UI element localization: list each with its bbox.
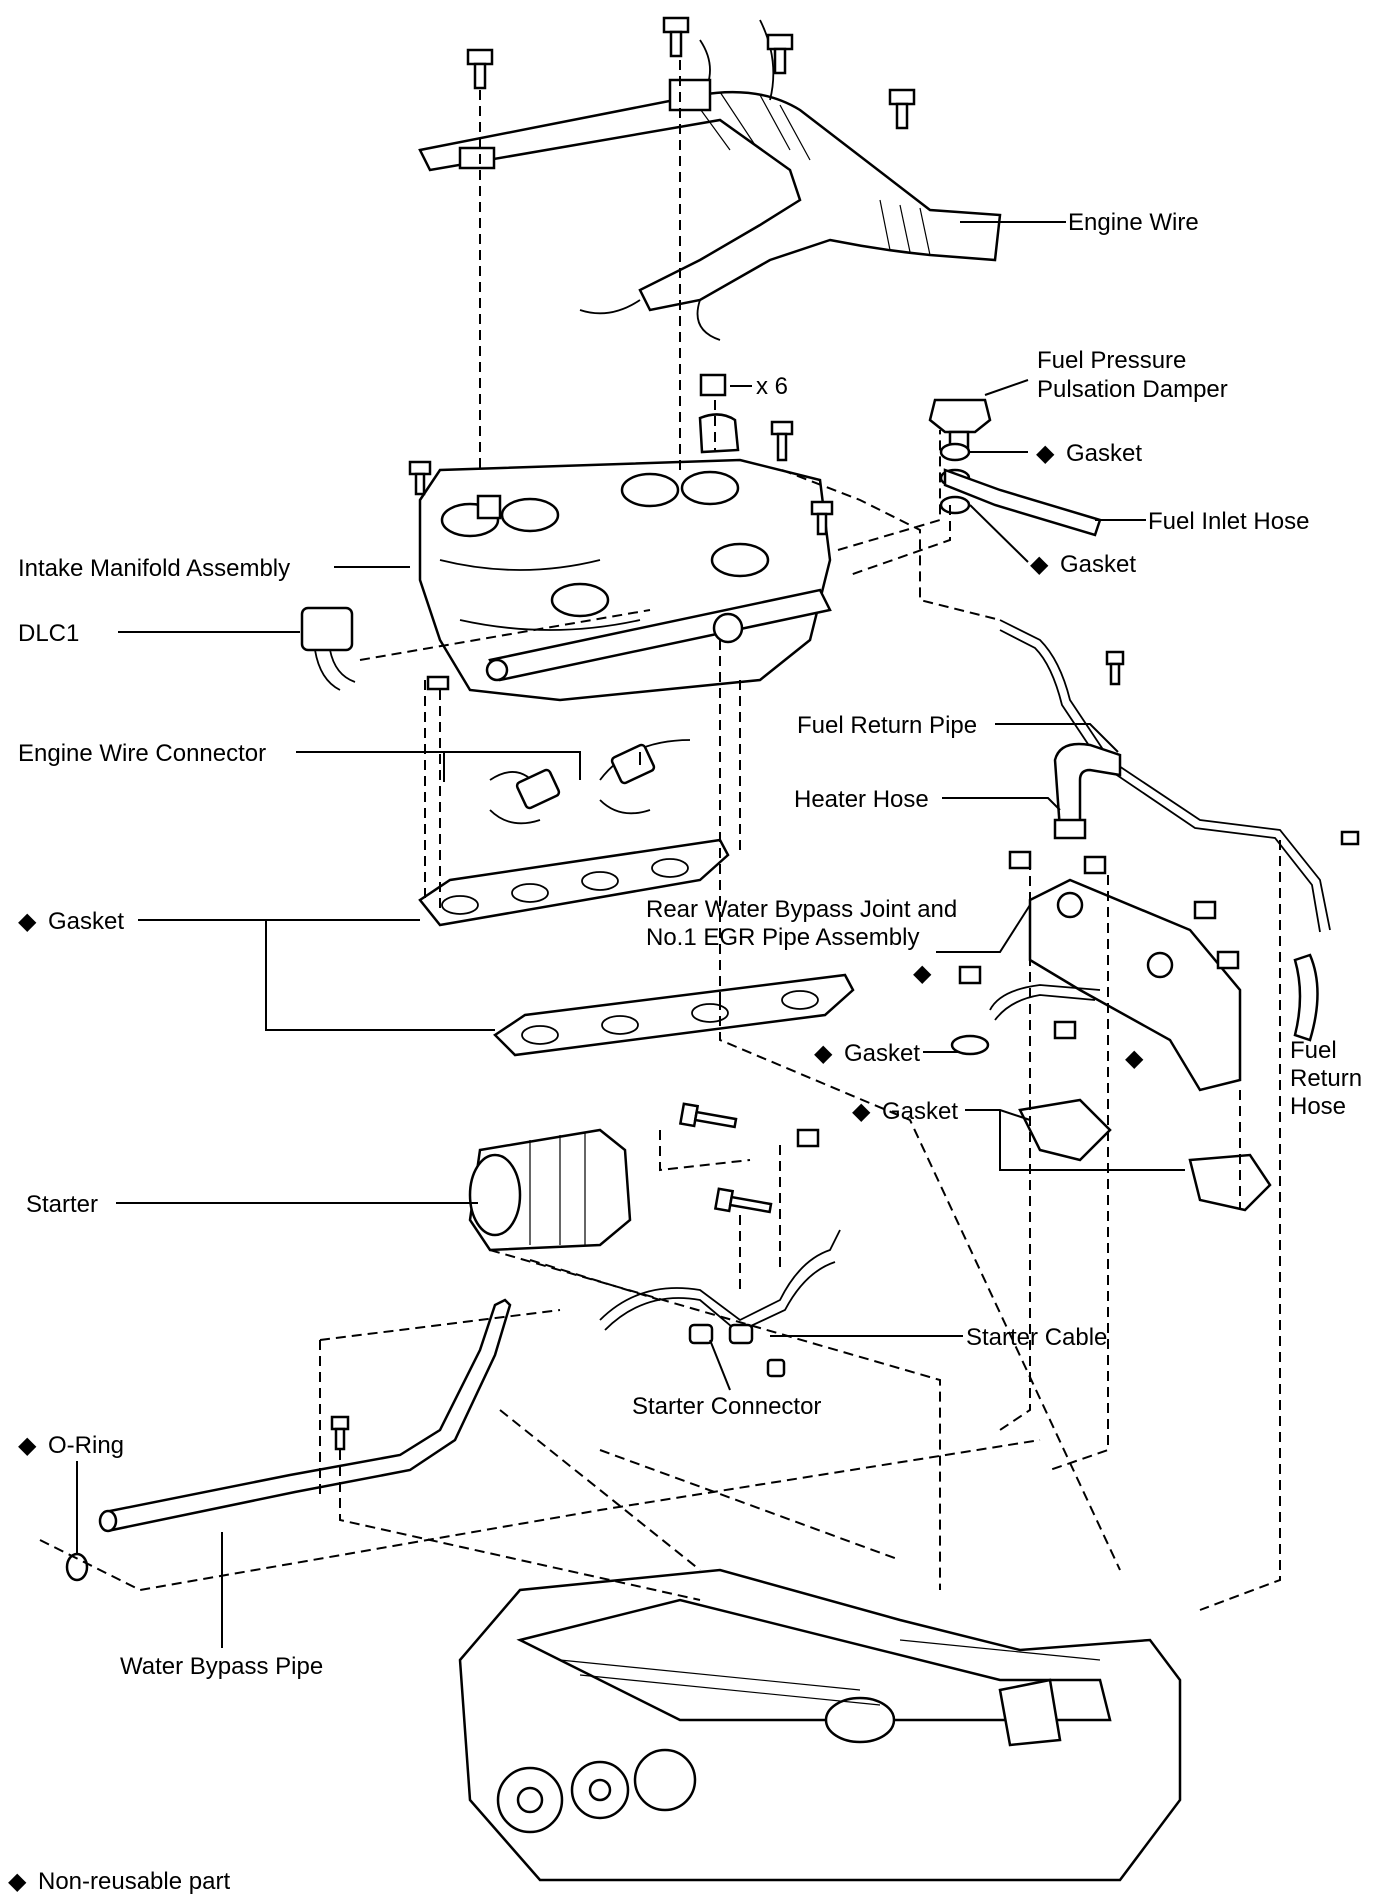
bolt-icon xyxy=(330,1415,350,1451)
nut-icon xyxy=(1008,850,1032,870)
engine-block xyxy=(458,1568,1182,1882)
label-fuel-return-hose-line2: Return xyxy=(1290,1065,1362,1092)
non-reusable-marker: ◆ xyxy=(913,960,932,987)
non-reusable-marker: ◆ xyxy=(1030,551,1049,578)
non-reusable-marker: ◆ xyxy=(814,1040,833,1067)
manifold-gaskets xyxy=(418,838,855,1057)
label-x6: x 6 xyxy=(756,373,788,400)
non-reusable-marker: ◆ xyxy=(18,1432,37,1459)
label-water-bypass-pipe: Water Bypass Pipe xyxy=(120,1653,323,1680)
non-reusable-marker: ◆ xyxy=(852,1098,871,1125)
starter-motor xyxy=(468,1102,820,1252)
bolt-icon xyxy=(1340,830,1360,846)
label-fuel-return-pipe: Fuel Return Pipe xyxy=(797,712,977,739)
harness-bolts xyxy=(466,16,916,130)
bolt-icon xyxy=(466,48,494,90)
label-gasket-egr: Gasket xyxy=(844,1040,920,1067)
label-o-ring: O-Ring xyxy=(48,1432,124,1459)
label-heater-hose: Heater Hose xyxy=(794,786,929,813)
rear-water-bypass-joint xyxy=(958,850,1242,1092)
nut-icon xyxy=(796,1128,820,1148)
bolt-icon xyxy=(770,420,794,462)
label-non-reusable-part: Non-reusable part xyxy=(38,1868,230,1895)
dlc1-connector xyxy=(300,606,356,691)
nut-icon xyxy=(699,373,727,397)
label-fuel-return-hose-line3: Hose xyxy=(1290,1093,1346,1120)
starter-cable xyxy=(599,1229,841,1378)
label-fuel-inlet-hose: Fuel Inlet Hose xyxy=(1148,508,1309,535)
label-rear-water-line1: Rear Water Bypass Joint and xyxy=(646,896,957,923)
engine-wire-harness xyxy=(418,19,1002,341)
label-fuel-pressure-line2: Pulsation Damper xyxy=(1037,376,1228,403)
bolt-icon xyxy=(766,33,794,75)
nut-icon xyxy=(1193,900,1217,920)
label-dlc1: DLC1 xyxy=(18,620,79,647)
label-gasket-inlet: Gasket xyxy=(1060,551,1136,578)
non-reusable-marker: ◆ xyxy=(8,1868,27,1895)
label-starter-connector: Starter Connector xyxy=(632,1393,821,1420)
label-intake-manifold: Intake Manifold Assembly xyxy=(18,555,290,582)
fuel-return-hose xyxy=(1293,953,1319,1042)
fuel-pressure-damper xyxy=(928,398,1102,537)
assembly-dashed-lines xyxy=(39,60,1281,1611)
fuel-return-pipe xyxy=(999,619,1360,933)
bolt-icon xyxy=(408,460,432,496)
label-starter: Starter xyxy=(26,1191,98,1218)
label-engine-wire: Engine Wire xyxy=(1068,209,1199,236)
bolt-icon xyxy=(713,1187,773,1214)
label-fuel-pressure-line1: Fuel Pressure xyxy=(1037,347,1186,374)
label-gasket-damper: Gasket xyxy=(1066,440,1142,467)
nut-icon xyxy=(1053,1020,1077,1040)
water-bypass-pipe xyxy=(65,1298,512,1582)
bolt-icon xyxy=(426,675,450,691)
non-reusable-marker: ◆ xyxy=(1125,1045,1144,1072)
bolt-icon xyxy=(1105,650,1125,686)
label-rear-water-line2: No.1 EGR Pipe Assembly xyxy=(646,924,919,951)
nut-icon xyxy=(958,965,982,985)
bolt-icon xyxy=(810,500,834,536)
leader-lines xyxy=(76,221,1185,1648)
egr-gasket xyxy=(950,1034,1272,1212)
label-engine-wire-connector: Engine Wire Connector xyxy=(18,740,266,767)
bolt-icon xyxy=(662,16,690,58)
heater-hose xyxy=(1053,742,1122,840)
label-gasket-manifold: Gasket xyxy=(48,908,124,935)
label-starter-cable: Starter Cable xyxy=(966,1324,1107,1351)
label-fuel-return-hose-line1: Fuel xyxy=(1290,1037,1337,1064)
nut-icon xyxy=(1083,855,1107,875)
label-gasket-joint: Gasket xyxy=(882,1098,958,1125)
intake-manifold xyxy=(408,373,834,702)
bolt-icon xyxy=(888,88,916,130)
bolt-icon xyxy=(678,1102,738,1129)
engine-wire-connectors xyxy=(489,739,691,825)
labels: Engine Wire Fuel Pressure Pulsation Damp… xyxy=(8,209,1362,1895)
non-reusable-marker: ◆ xyxy=(18,908,37,935)
non-reusable-marker: ◆ xyxy=(1036,440,1055,467)
nut-icon xyxy=(1216,950,1240,970)
